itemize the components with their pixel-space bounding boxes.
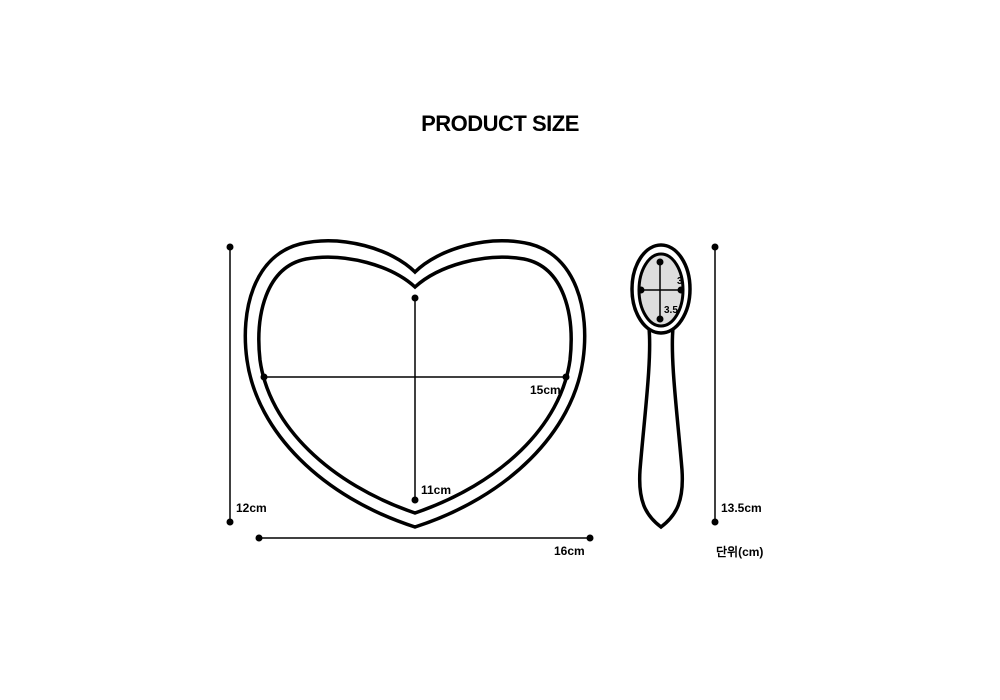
plate-outer-rim [243,239,587,529]
page-title: PRODUCT SIZE [421,111,579,136]
spoon-bowl-length-label: 3.5 [664,305,678,316]
plate-inner-width-label: 15cm [530,383,561,397]
spoon-handle [637,326,685,530]
plate-width-label: 16cm [554,544,585,558]
dimension-lines [226,243,719,542]
unit-label: 단위(cm) [716,545,764,559]
plate-inner-height-label: 11cm [421,483,452,497]
spoon-bowl-width-label: 3 [677,276,683,287]
plate-height-label: 12cm [236,501,267,515]
heart-plate [243,239,587,529]
plate-inner-rim [257,255,573,515]
spoon-length-label: 13.5cm [721,501,762,515]
